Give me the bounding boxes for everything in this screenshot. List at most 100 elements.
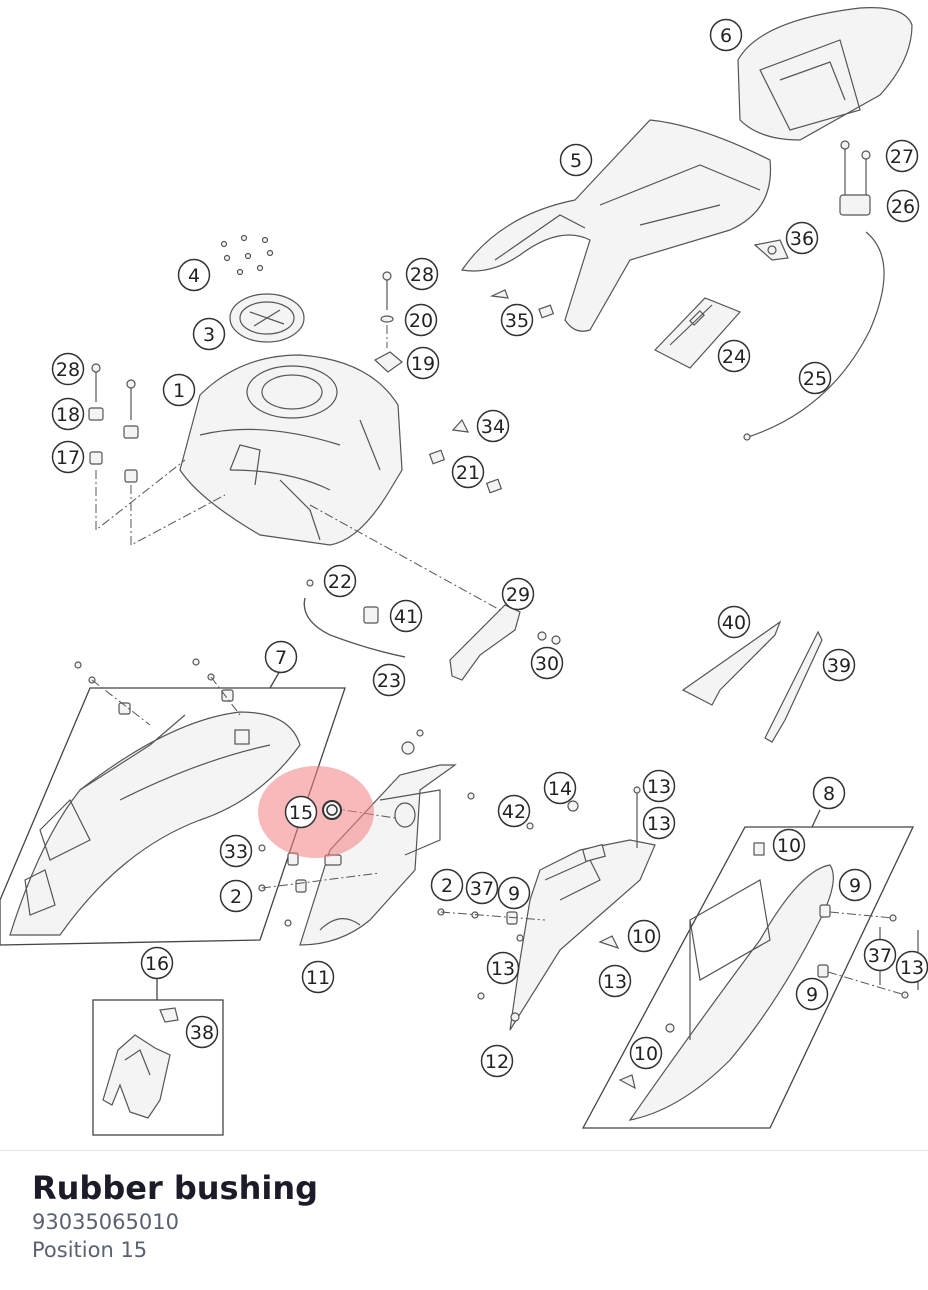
callout-13[interactable]: 13	[598, 964, 632, 998]
callout-label: 13	[647, 776, 671, 798]
callout-label: 3	[203, 324, 215, 346]
callout-label: 14	[548, 778, 572, 800]
callout-7[interactable]: 7	[264, 640, 298, 674]
callout-11[interactable]: 11	[301, 960, 335, 994]
side-fairing-right[interactable]	[618, 842, 834, 1121]
callout-label: 42	[502, 801, 526, 823]
callout-2[interactable]: 2	[430, 868, 464, 902]
callout-22[interactable]: 22	[323, 564, 357, 598]
callout-13[interactable]: 13	[895, 950, 928, 984]
clip-35[interactable]	[489, 289, 555, 319]
callout-40[interactable]: 40	[717, 605, 751, 639]
callout-label: 24	[722, 346, 746, 368]
callout-label: 10	[777, 835, 801, 857]
callout-5[interactable]: 5	[559, 143, 593, 177]
callout-35[interactable]: 35	[500, 303, 534, 337]
callout-label: 36	[790, 228, 814, 250]
callout-18[interactable]: 18	[51, 397, 85, 431]
fuel-tank[interactable]	[179, 354, 403, 546]
callout-21[interactable]: 21	[451, 455, 485, 489]
callout-label: 22	[328, 571, 352, 593]
callout-10[interactable]: 10	[629, 1036, 663, 1070]
side-fairing-left[interactable]	[9, 711, 301, 936]
decal-39[interactable]	[764, 630, 823, 743]
callout-33[interactable]: 33	[219, 834, 253, 868]
callout-9[interactable]: 9	[838, 868, 872, 902]
callout-20[interactable]: 20	[404, 303, 438, 337]
callout-23[interactable]: 23	[372, 663, 406, 697]
callout-label: 7	[275, 647, 287, 669]
fairing-screws-7[interactable]	[74, 658, 241, 726]
callout-24[interactable]: 24	[717, 339, 751, 373]
footer-divider	[0, 1150, 928, 1151]
callout-label: 10	[634, 1043, 658, 1065]
callout-13[interactable]: 13	[642, 769, 676, 803]
callout-4[interactable]: 4	[177, 258, 211, 292]
callout-9[interactable]: 9	[795, 977, 829, 1011]
callout-label: 9	[806, 984, 818, 1006]
callout-12[interactable]: 12	[480, 1044, 514, 1078]
callout-1[interactable]: 1	[162, 373, 196, 407]
callout-10[interactable]: 10	[772, 828, 806, 862]
callout-37[interactable]: 37	[465, 871, 499, 905]
callout-19[interactable]: 19	[406, 346, 440, 380]
callout-15[interactable]: 15	[284, 795, 318, 829]
callout-label: 37	[470, 878, 494, 900]
callout-label: 2	[230, 886, 242, 908]
tank-clips[interactable]	[428, 418, 503, 494]
callout-13[interactable]: 13	[642, 806, 676, 840]
callout-3[interactable]: 3	[192, 317, 226, 351]
callout-27[interactable]: 27	[885, 139, 919, 173]
callout-29[interactable]: 29	[501, 577, 535, 611]
callout-26[interactable]: 26	[886, 189, 920, 223]
callout-label: 28	[56, 359, 80, 381]
callout-37[interactable]: 37	[863, 938, 897, 972]
part-info-panel: Rubber bushing 93035065010 Position 15	[32, 1168, 318, 1264]
side-panel-12[interactable]	[509, 786, 656, 1031]
callout-28[interactable]: 28	[405, 257, 439, 291]
front-seat[interactable]	[460, 119, 772, 332]
callout-2[interactable]: 2	[219, 879, 253, 913]
callout-38[interactable]: 38	[185, 1015, 219, 1049]
callout-label: 16	[145, 953, 169, 975]
callout-label: 13	[647, 813, 671, 835]
callout-label: 13	[491, 958, 515, 980]
breather-hose[interactable]	[303, 579, 406, 658]
callout-label: 25	[803, 368, 827, 390]
callout-30[interactable]: 30	[530, 646, 564, 680]
exploded-parts-diagram: 1223456789991010101112131313131314151617…	[0, 7, 928, 1136]
seat-lock-assembly[interactable]	[743, 140, 885, 441]
inner-panel-11[interactable]	[299, 729, 475, 946]
callout-16[interactable]: 16	[140, 946, 174, 980]
callout-label: 15	[289, 802, 313, 824]
tool-bag[interactable]	[654, 297, 742, 369]
panel-11-screws[interactable]	[258, 844, 381, 927]
callout-41[interactable]: 41	[389, 599, 423, 633]
filler-cap-screws[interactable]	[220, 234, 274, 276]
callout-34[interactable]: 34	[476, 409, 510, 443]
callout-10[interactable]: 10	[627, 919, 661, 953]
callout-25[interactable]: 25	[798, 361, 832, 395]
filler-cap[interactable]	[229, 293, 305, 343]
callout-17[interactable]: 17	[51, 440, 85, 474]
callout-42[interactable]: 42	[497, 794, 531, 828]
cover-16[interactable]	[102, 1007, 179, 1119]
callout-28[interactable]: 28	[51, 352, 85, 386]
rear-seat-cover[interactable]	[737, 7, 913, 141]
callout-13[interactable]: 13	[486, 951, 520, 985]
callout-label: 23	[377, 670, 401, 692]
hose-clip-41[interactable]	[363, 606, 379, 624]
panel-12-screws[interactable]	[437, 822, 620, 1022]
tank-mounting-hardware-right[interactable]	[373, 271, 403, 373]
callout-6[interactable]: 6	[709, 18, 743, 52]
clip-36[interactable]	[753, 239, 789, 261]
callout-36[interactable]: 36	[785, 221, 819, 255]
callout-14[interactable]: 14	[543, 771, 577, 805]
callout-9[interactable]: 9	[497, 876, 531, 910]
callout-39[interactable]: 39	[822, 648, 856, 682]
tank-mounting-hardware-left[interactable]	[88, 363, 226, 546]
callout-8[interactable]: 8	[812, 776, 846, 810]
callout-label: 11	[306, 967, 330, 989]
decal-40[interactable]	[681, 620, 782, 706]
